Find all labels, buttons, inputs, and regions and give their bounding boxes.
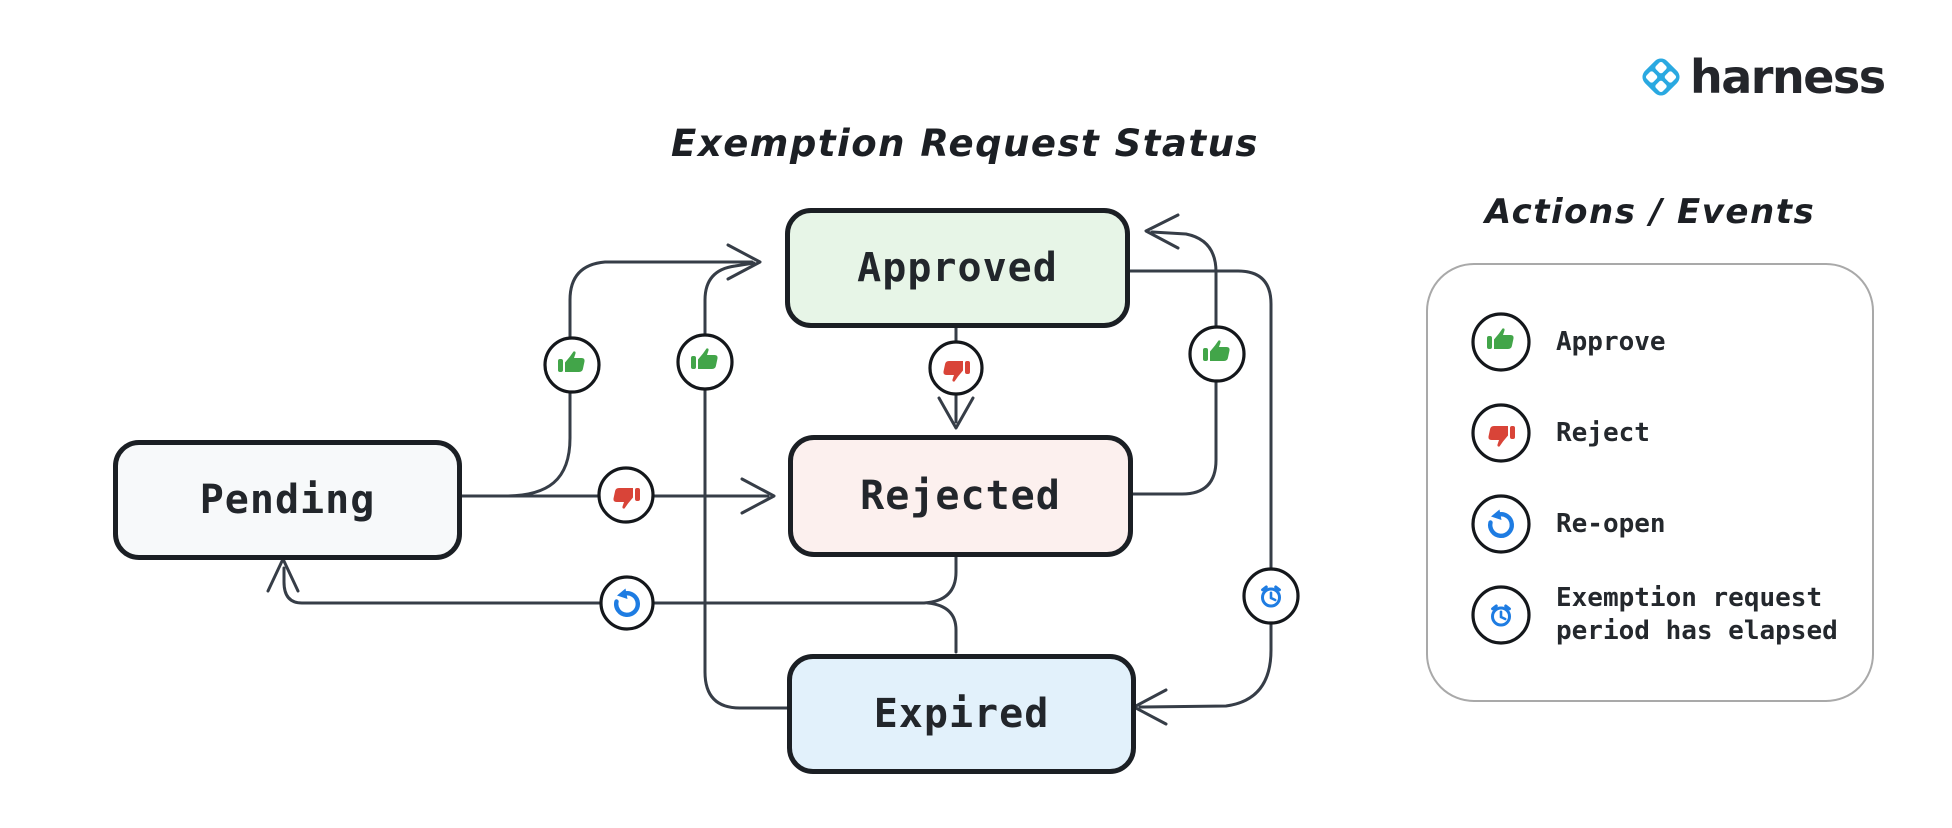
legend-item-label: Reject bbox=[1556, 417, 1650, 448]
state-approved: Approved bbox=[785, 208, 1130, 328]
legend-item-approve: Approve bbox=[1470, 311, 1872, 373]
state-expired: Expired bbox=[787, 654, 1136, 774]
state-pending-label: Pending bbox=[199, 477, 376, 523]
alarm-badge bbox=[1242, 567, 1300, 625]
approve-badge bbox=[676, 333, 734, 391]
legend-item-label: Exemption request period has elapsed bbox=[1556, 583, 1838, 646]
reject-badge bbox=[928, 340, 984, 396]
legend-item-reopen: Re-open bbox=[1470, 493, 1872, 555]
thumbs-up-icon bbox=[1471, 312, 1531, 372]
approve-badge bbox=[543, 336, 601, 394]
page-title: Exemption Request Status bbox=[671, 122, 1259, 165]
edge-badges bbox=[543, 325, 1300, 631]
brand-name: harness bbox=[1690, 50, 1886, 104]
state-approved-label: Approved bbox=[857, 245, 1058, 291]
harness-logo-icon bbox=[1642, 58, 1680, 96]
legend-item-label: Approve bbox=[1556, 326, 1666, 357]
harness-logo: harness bbox=[1636, 50, 1886, 104]
approve-badge bbox=[1188, 325, 1246, 383]
state-expired-label: Expired bbox=[873, 691, 1050, 737]
reopen-badge bbox=[599, 575, 655, 631]
legend-title: Actions / Events bbox=[1484, 192, 1816, 232]
state-rejected-label: Rejected bbox=[860, 473, 1061, 519]
edge-pending-to-approved bbox=[453, 243, 762, 498]
state-pending: Pending bbox=[113, 440, 462, 560]
legend-item-reject: Reject bbox=[1470, 402, 1872, 464]
alarm-clock-icon bbox=[1471, 585, 1531, 645]
state-rejected: Rejected bbox=[788, 435, 1133, 557]
reject-badge bbox=[597, 466, 655, 524]
legend-item-label: Re-open bbox=[1556, 508, 1666, 539]
reopen-icon bbox=[1471, 494, 1531, 554]
legend-box: Approve Reject Re-open Exemption request… bbox=[1426, 263, 1874, 702]
legend-item-elapsed: Exemption request period has elapsed bbox=[1470, 583, 1872, 646]
thumbs-down-icon bbox=[1471, 403, 1531, 463]
edge-expired-to-pending bbox=[926, 601, 958, 654]
edge-expired-to-approved bbox=[703, 261, 789, 710]
